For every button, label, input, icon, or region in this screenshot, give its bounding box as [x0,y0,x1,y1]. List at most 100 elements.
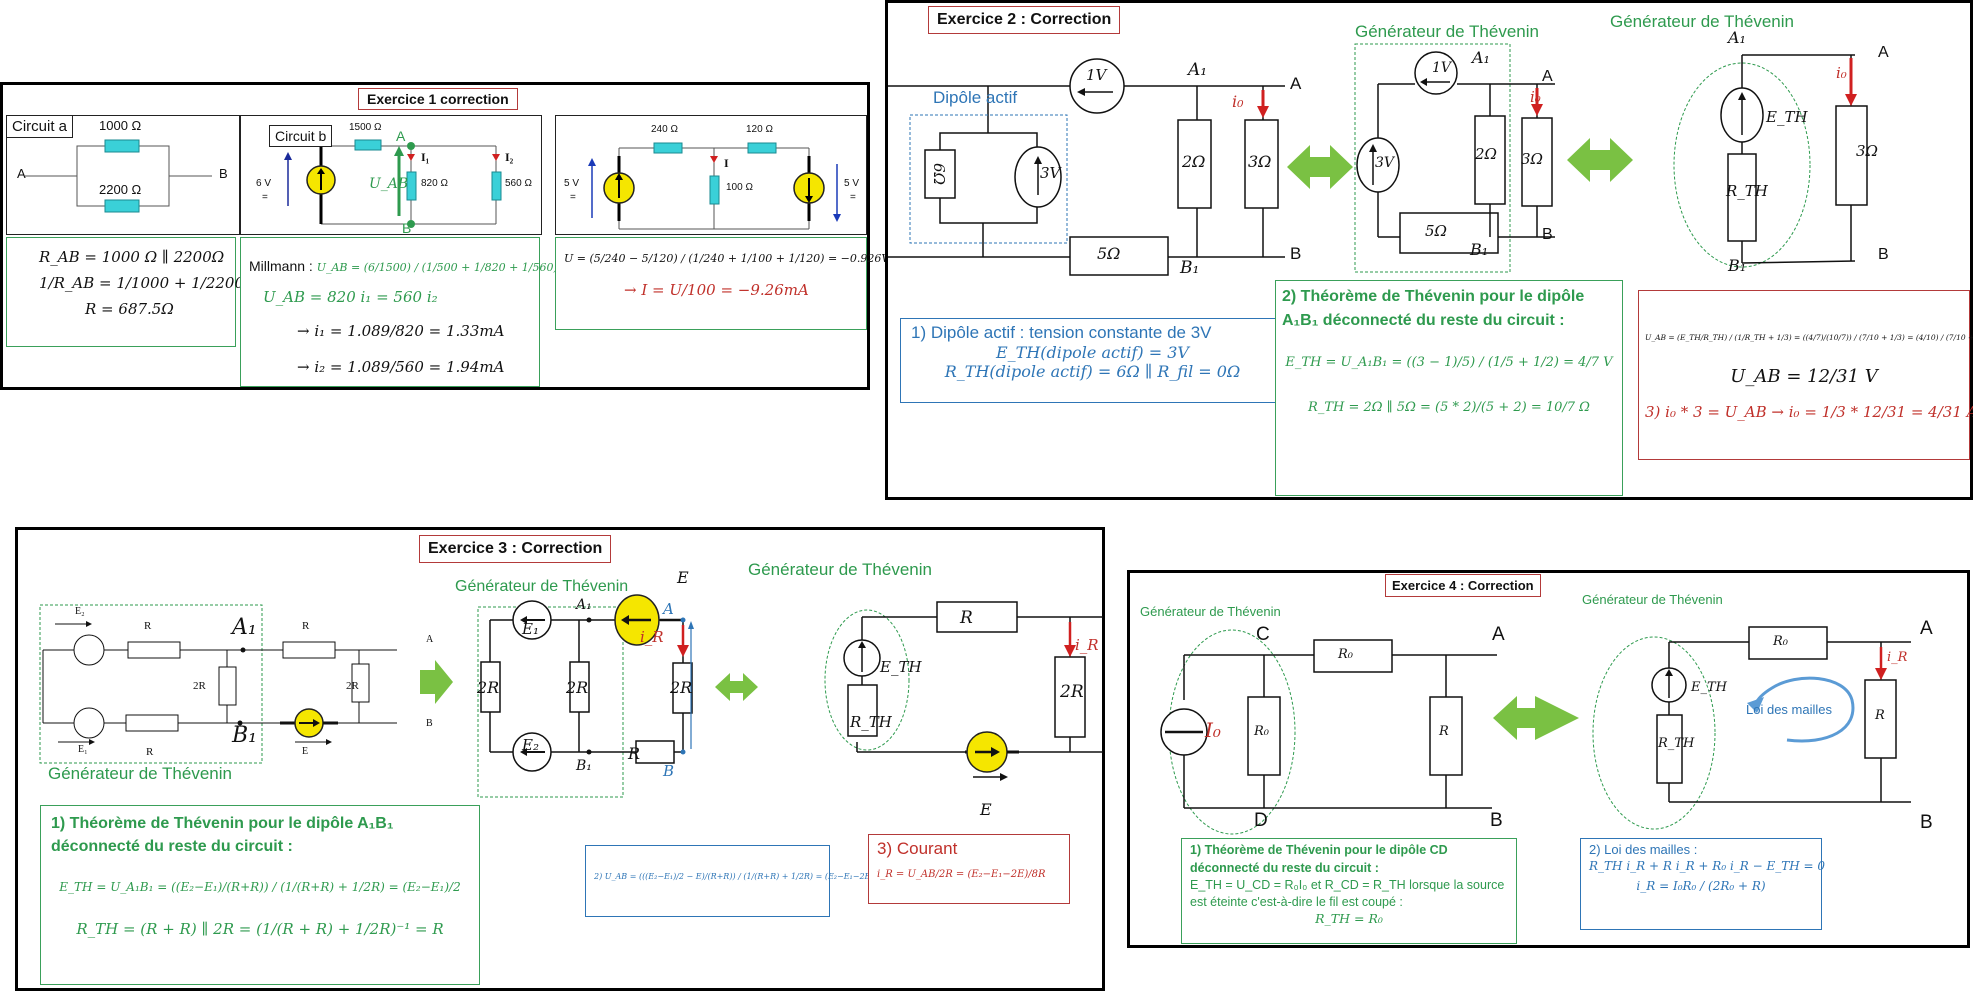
ex2-r3b-label: 3Ω [1521,150,1543,168]
ex2-b1c-label: B₁ [1728,256,1747,275]
ex3-gen-label-right: Générateur de Thévenin [748,560,932,579]
ex4-loop-label: Loi des mailles [1746,702,1832,717]
ex3-resistor-2r-inner [218,666,237,706]
ex2-resistor-6 [924,149,956,199]
ex2-step2-box: 2) Théorème de Thévenin pour le dipôle A… [1275,280,1623,496]
ex3-step2-box: 2) U_AB = (((E₂−E₁)/2 − E)/(R+R)) / (1/(… [585,845,881,917]
ex3-e1-label: E₁ [522,620,539,638]
ex3-2r-inner-small: 2R [193,680,206,692]
ex4-step1-heading: 1) Théorème de Thévenin pour le dipôle C… [1190,843,1448,875]
circuit-b-solution: Millmann : U_AB = (6/1500) / (1/500 + 1/… [240,237,613,387]
ex3-b-label-b: B [663,762,675,780]
ex2-equivalence-arrow-1 [1287,145,1353,189]
ex4-resistor-r0-right [1748,626,1828,660]
ex4-r0-right-label: R₀ [1773,634,1788,649]
ex3-resistor-r-top [127,641,181,659]
ex3-r-c-label: R [960,608,973,628]
ex3-step1-line-1: E_TH = U_A₁B₁ = ((E₂−E₁)/(R+R)) / (1/(R+… [59,880,461,895]
ex2-i0-label: i₀ [1232,92,1244,111]
ex3-r-mid-small: R [302,620,310,632]
resistor-560 [491,171,502,201]
ex2-gen-label-1: Générateur de Thévenin [1355,22,1539,41]
ex3-gen-label-left: Générateur de Thévenin [48,764,232,783]
ex2-bb-label: B [1542,226,1553,243]
circuit-b-source-eq: = [262,192,268,203]
ex2-v3-label: 3V [1040,164,1061,182]
ex3-r-top-small: R [144,620,152,632]
resistor-1000 [104,139,140,153]
ex3-resistor-r-c [936,601,1018,633]
millmann-formula: U_AB = (6/1500) / (1/500 + 1/820 + 1/560… [316,261,614,274]
circuit-b-diagram: Circuit b 1500 Ω A B I₁ I₂ 820 Ω 560 Ω 6… [240,115,542,236]
ex3-a-label-b: A [663,600,674,618]
ex2-r5b-label: 5Ω [1425,222,1447,240]
resistor-100 [709,175,720,205]
circuit-c-source-right-eq: = [850,192,856,203]
ex3-a1-label: A₁ [232,615,257,640]
ex3-thevenin-box-left [39,604,263,764]
circuit-b-r-series-label: 1500 Ω [349,122,382,133]
millmann-line: Millmann : U_AB = (6/1500) / (1/500 + 1/… [249,258,613,274]
resistor-2200 [104,199,140,213]
ex3-arrow-right [420,660,453,704]
ex3-e2-small: E₂ [75,606,85,617]
ex2-i0c-label: i₀ [1836,64,1847,82]
circuit-b-line-3: → i₁ = 1.089/820 = 1.33mA [297,322,505,340]
exercise-3-panel [15,527,1105,991]
resistor-240 [653,142,683,154]
ex3-2r-b2-label: 2R [566,678,589,697]
circuit-c-schematic [588,142,841,230]
circuit-b-uab-label: U_AB [369,176,409,192]
ex3-e1-small: E₁ [78,744,88,755]
ex4-loop-arrow [1753,676,1855,743]
ex4-gen-label-right: Générateur de Thévenin [1582,592,1723,607]
ex2-step1-line-1: E_TH(dipole actif) = 3V [996,343,1189,362]
ex3-circuit-schematic [39,594,1103,798]
ex3-e2-label: E₂ [522,736,539,754]
ex2-r6-label: 6Ω [929,163,948,185]
ex3-step1-heading: 1) Théorème de Thévenin pour le dipôle A… [51,815,394,856]
circuit-a-node-a: A [17,166,26,181]
circuit-b-node-b: B [402,220,412,236]
circuit-a-line-1: R_AB = 1000 Ω ∥ 2200Ω [39,248,225,266]
ex3-thevenin-ellipse [824,609,910,751]
ex4-step2-line-1: R_TH i_R + R i_R + R₀ i_R − E_TH = 0 [1589,859,1826,873]
ex2-step2-heading: 2) Théorème de Thévenin pour le dipôle A… [1282,288,1585,329]
ex4-circuit-schematic [1160,626,1911,835]
ex2-r2b-label: 2Ω [1475,145,1497,163]
ex2-resistor-2 [1177,119,1212,209]
ex3-ir-label-b: i_R [640,628,664,646]
ex3-step1-line-2: R_TH = (R + R) ∥ 2R = (1/(R + R) + 1/2R)… [76,920,444,939]
ex2-r3-label: 3Ω [1248,152,1272,171]
circuit-c-diagram: 240 Ω 120 Ω 100 Ω I 5 V = 5 V = [555,115,867,235]
ex4-a-left: A [1492,624,1505,645]
circuit-c-r2-label: 120 Ω [746,124,773,135]
ex2-b-label: B [1290,244,1302,263]
ex3-b-small: B [426,718,433,729]
ex2-a1c-label: A₁ [1728,28,1746,47]
ex3-eth-label: E_TH [880,658,922,676]
circuit-b-r2-label: 560 Ω [505,178,532,189]
ex3-step3-heading: 3) Courant [877,839,958,858]
circuit-b-r1-label: 820 Ω [421,178,448,189]
ex3-resistor-2r-outer [351,663,370,703]
ex3-2r-c-label: 2R [1060,682,1084,702]
ex4-c-label: C [1256,624,1270,645]
ex4-resistor-r0-top [1313,639,1393,673]
circuit-c-line-1: U = (5/240 − 5/120) / (1/240 + 1/100 + 1… [564,252,935,265]
ex4-resistor-r-right [1864,679,1897,759]
ex2-step2-line-1: E_TH = U_A₁B₁ = ((3 − 1)/5) / (1/5 + 1/2… [1285,355,1613,370]
ex2-rth-label: R_TH [1726,182,1768,200]
ex3-equivalence-arrow [715,673,758,701]
ex3-ir-label-c: i_R [1075,636,1099,654]
ex2-resistor-5-b [1399,212,1499,254]
ex4-eth-label: E_TH [1691,680,1727,695]
ex2-step3-line-3: 3) i₀ * 3 = U_AB → i₀ = 1/3 * 12/31 = 4/… [1645,403,1973,421]
resistor-820 [406,171,417,201]
ex2-b1-label: B₁ [1180,258,1200,278]
ex4-ir-label: i_R [1887,650,1908,665]
ex3-a-small: A [426,634,434,645]
ex4-gen-label-left: Générateur de Thévenin [1140,604,1281,619]
ex3-2r-b1-label: 2R [477,678,500,697]
circuit-a-line-2: 1/R_AB = 1/1000 + 1/2200 [39,274,244,292]
